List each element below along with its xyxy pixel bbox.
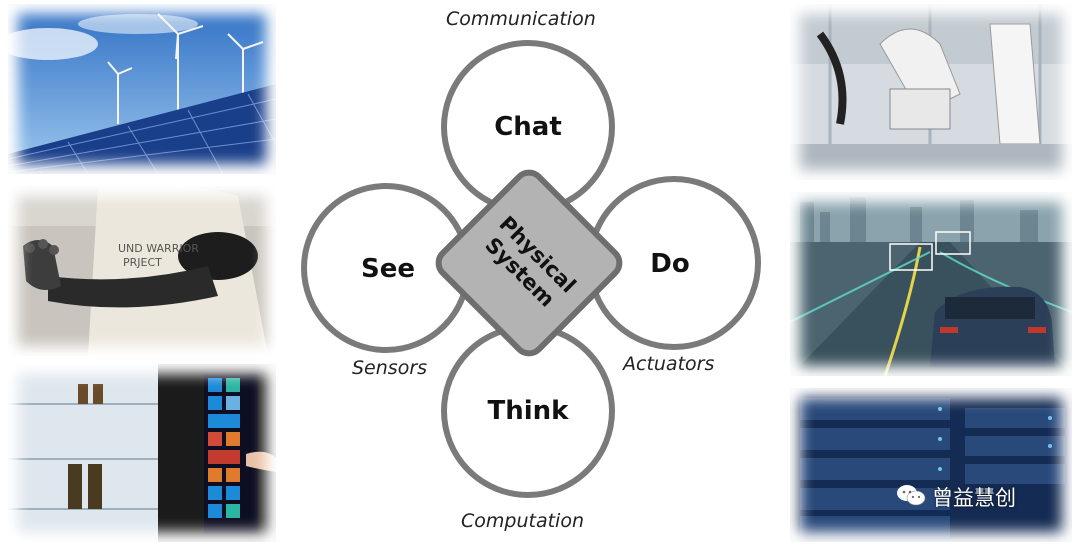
watermark: 曾益慧创 [896, 482, 1016, 512]
wechat-icon [896, 483, 926, 512]
physical-system-diagram: Physical System Communication Sensors Ac… [290, 0, 770, 546]
photo-prosthetic-arm: UND WARRIOR PRJECT [8, 186, 276, 356]
label-do: Do [650, 249, 690, 279]
caption-sensors: Sensors [352, 357, 428, 379]
photo-solar-wind [8, 4, 276, 174]
photo-smart-fridge [8, 364, 276, 542]
caption-computation: Computation [461, 510, 584, 532]
center-diamond [435, 169, 623, 357]
label-see: See [361, 254, 415, 284]
svg-text:UND WARRIOR: UND WARRIOR [118, 242, 199, 255]
caption-communication: Communication [446, 8, 596, 30]
svg-text:PRJECT: PRJECT [123, 256, 162, 269]
caption-actuators: Actuators [623, 353, 715, 375]
photo-autonomous-car [790, 192, 1072, 376]
photo-industrial-robots [790, 4, 1072, 180]
watermark-text: 曾益慧创 [932, 486, 1016, 510]
label-think: Think [487, 396, 569, 426]
label-chat: Chat [494, 112, 562, 142]
photo-server-rack [790, 388, 1072, 542]
